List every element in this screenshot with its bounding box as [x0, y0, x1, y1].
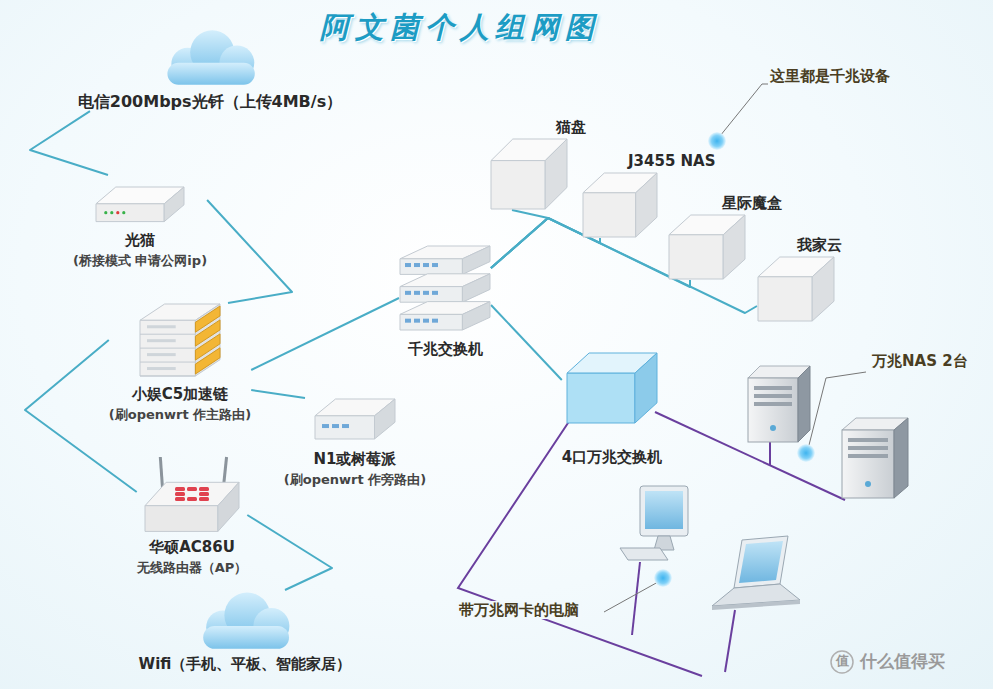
- device-node: 猫盘: [490, 118, 586, 210]
- watermark-logo: [831, 651, 853, 673]
- device-node: N1或树莓派 (刷openwrt 作旁路由): [284, 398, 426, 488]
- device-icon: [154, 28, 266, 86]
- device-note: (刷openwrt 作主路由): [109, 407, 251, 423]
- device-icon: [144, 455, 240, 533]
- callout-note: 带万兆网卡的电脑: [456, 601, 582, 619]
- device-node: 我家云: [757, 236, 842, 322]
- device-name: J3455 NAS: [582, 152, 716, 170]
- ten-gig-wiring: [458, 412, 845, 676]
- watermark: 什么值得买: [860, 651, 945, 671]
- callout-dot: [797, 444, 815, 462]
- device-note: (刷openwrt 作旁路由): [284, 472, 426, 488]
- device-name: 4口万兆交换机: [562, 448, 662, 466]
- device-name: 光猫: [73, 231, 207, 249]
- device-node: 电信200Mbps光钎（上传4MB/s）: [78, 28, 342, 111]
- device-name: 华硕AC86U: [137, 538, 248, 556]
- device-name: 星际魔盒: [668, 194, 782, 212]
- device-node: 千兆交换机: [399, 245, 491, 358]
- device-node: Wifi（手机、平板、智能家居）: [139, 590, 352, 673]
- device-name: 千兆交换机: [399, 340, 491, 358]
- device-node: 星际魔盒: [668, 194, 782, 280]
- device-icon: [314, 398, 396, 440]
- device-name: Wifi（手机、平板、智能家居）: [139, 655, 352, 673]
- device-name: N1或树莓派: [284, 450, 426, 468]
- device-node: 华硕AC86U 无线路由器（AP）: [137, 455, 248, 576]
- device-icon: [399, 245, 491, 333]
- network-cable: [247, 515, 332, 590]
- callout-note: 这里都是千兆设备: [770, 67, 890, 85]
- device-node: 光猫 (桥接模式 申请公网ip): [73, 175, 207, 269]
- device-name: 电信200Mbps光钎（上传4MB/s）: [78, 92, 342, 111]
- laptop-pc: [712, 536, 800, 610]
- device-icon: [490, 138, 568, 210]
- device-icon: [668, 214, 746, 280]
- server-tower: [748, 366, 810, 442]
- device-node: 小娱C5加速链 (刷openwrt 作主路由): [109, 303, 251, 423]
- diagram-title: 阿文菌个人组网图: [0, 8, 920, 48]
- callout-dot: [654, 569, 672, 587]
- device-icon: [139, 303, 221, 377]
- device-note: 无线路由器（AP）: [137, 560, 248, 576]
- network-cable: [30, 111, 108, 175]
- callout-note: 万兆NAS 2台: [872, 352, 968, 370]
- callout-dot: [708, 132, 726, 150]
- device-note: (桥接模式 申请公网ip): [73, 253, 207, 269]
- device-icon: [582, 172, 658, 238]
- device-icon: [566, 352, 658, 424]
- device-icon: [190, 590, 300, 650]
- server-tower: [842, 418, 908, 498]
- device-name: 小娱C5加速链: [109, 385, 251, 403]
- network-cable: [207, 200, 292, 303]
- device-name: 我家云: [757, 236, 842, 254]
- desktop-pc: [620, 486, 688, 560]
- network-cable: [491, 305, 562, 380]
- device-node: 4口万兆交换机: [562, 352, 662, 466]
- network-cable: [251, 298, 399, 370]
- watermark: 值: [836, 653, 849, 669]
- network-cable: [251, 390, 305, 398]
- device-name: 猫盘: [490, 118, 586, 136]
- device-icon: [95, 175, 185, 223]
- device-icon: [757, 256, 835, 322]
